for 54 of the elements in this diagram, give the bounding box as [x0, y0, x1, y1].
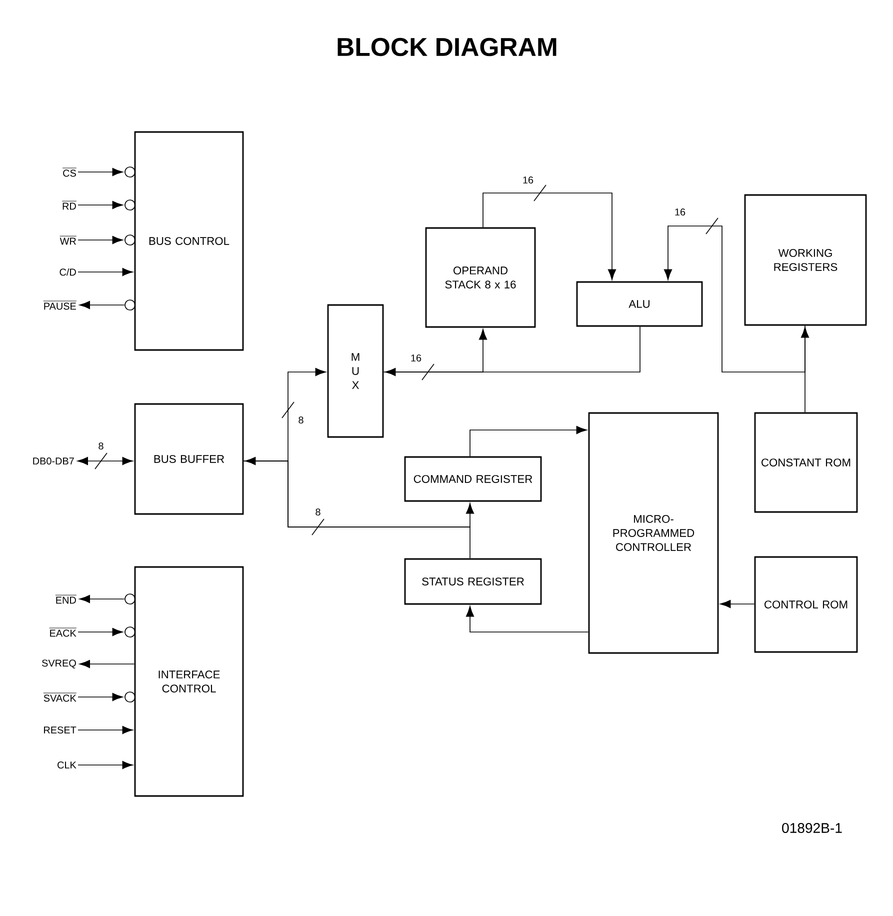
block-box: STATUS REGISTER [404, 558, 542, 605]
arrow [78, 692, 136, 702]
block-box: MICRO-PROGRAMMED CONTROLLER [588, 412, 719, 654]
arrow [482, 184, 616, 280]
arrow [245, 456, 470, 559]
signal-label: RD [62, 200, 77, 210]
figure-number: 01892B-1 [782, 823, 842, 833]
arrow [79, 594, 136, 604]
arrow [79, 660, 135, 668]
title: BLOCK DIAGRAM [338, 38, 556, 56]
arrow [79, 300, 136, 310]
arrow [78, 268, 133, 276]
block-box: CONSTANT ROM [754, 412, 858, 513]
signal-label: SVACK [43, 692, 77, 702]
edge-label: 16 [411, 354, 422, 362]
block-box: INTERFACE CONTROL [134, 566, 244, 797]
block-box: COMMAND REGISTER [404, 456, 542, 502]
block-box: BUS BUFFER [134, 403, 244, 515]
signal-label: RESET [44, 726, 76, 734]
signal-label: DB0-DB7 [33, 458, 74, 465]
signal-label: CLK [58, 761, 76, 769]
arrow [800, 327, 810, 413]
block-box: BUS CONTROL [134, 131, 244, 351]
arrow [77, 452, 133, 470]
signal-label: CS [62, 168, 77, 177]
signal-label: END [55, 594, 77, 604]
signal-label: SVREQ [42, 660, 76, 668]
arrow [78, 234, 136, 246]
arrow [385, 326, 640, 376]
arrow [383, 329, 488, 380]
edge-label: 16 [675, 208, 686, 216]
edge-label: 8 [98, 442, 104, 450]
arrow [78, 626, 136, 638]
block-box: M U X [327, 304, 384, 438]
edge-label: 8 [298, 416, 304, 424]
arrow [78, 726, 133, 734]
block-box: ALU [576, 281, 703, 327]
block-box: CONTROL ROM [754, 556, 858, 653]
arrow [243, 460, 474, 536]
signal-label: WR [60, 236, 77, 245]
signal-label: PAUSE [43, 300, 77, 310]
arrow [466, 606, 589, 632]
signal-label: EACK [49, 628, 77, 637]
edge-label: 8 [316, 508, 320, 516]
arrow [664, 218, 806, 372]
arrow [78, 760, 133, 770]
arrow [78, 166, 136, 178]
arrow [720, 600, 755, 608]
arrow [78, 200, 136, 210]
arrow [470, 426, 587, 457]
block-box: WORKING REGISTERS [744, 194, 867, 326]
edge-label: 16 [523, 176, 534, 184]
signal-label: C/D [60, 268, 76, 276]
block-box: OPERAND STACK 8 x 16 [425, 227, 536, 328]
